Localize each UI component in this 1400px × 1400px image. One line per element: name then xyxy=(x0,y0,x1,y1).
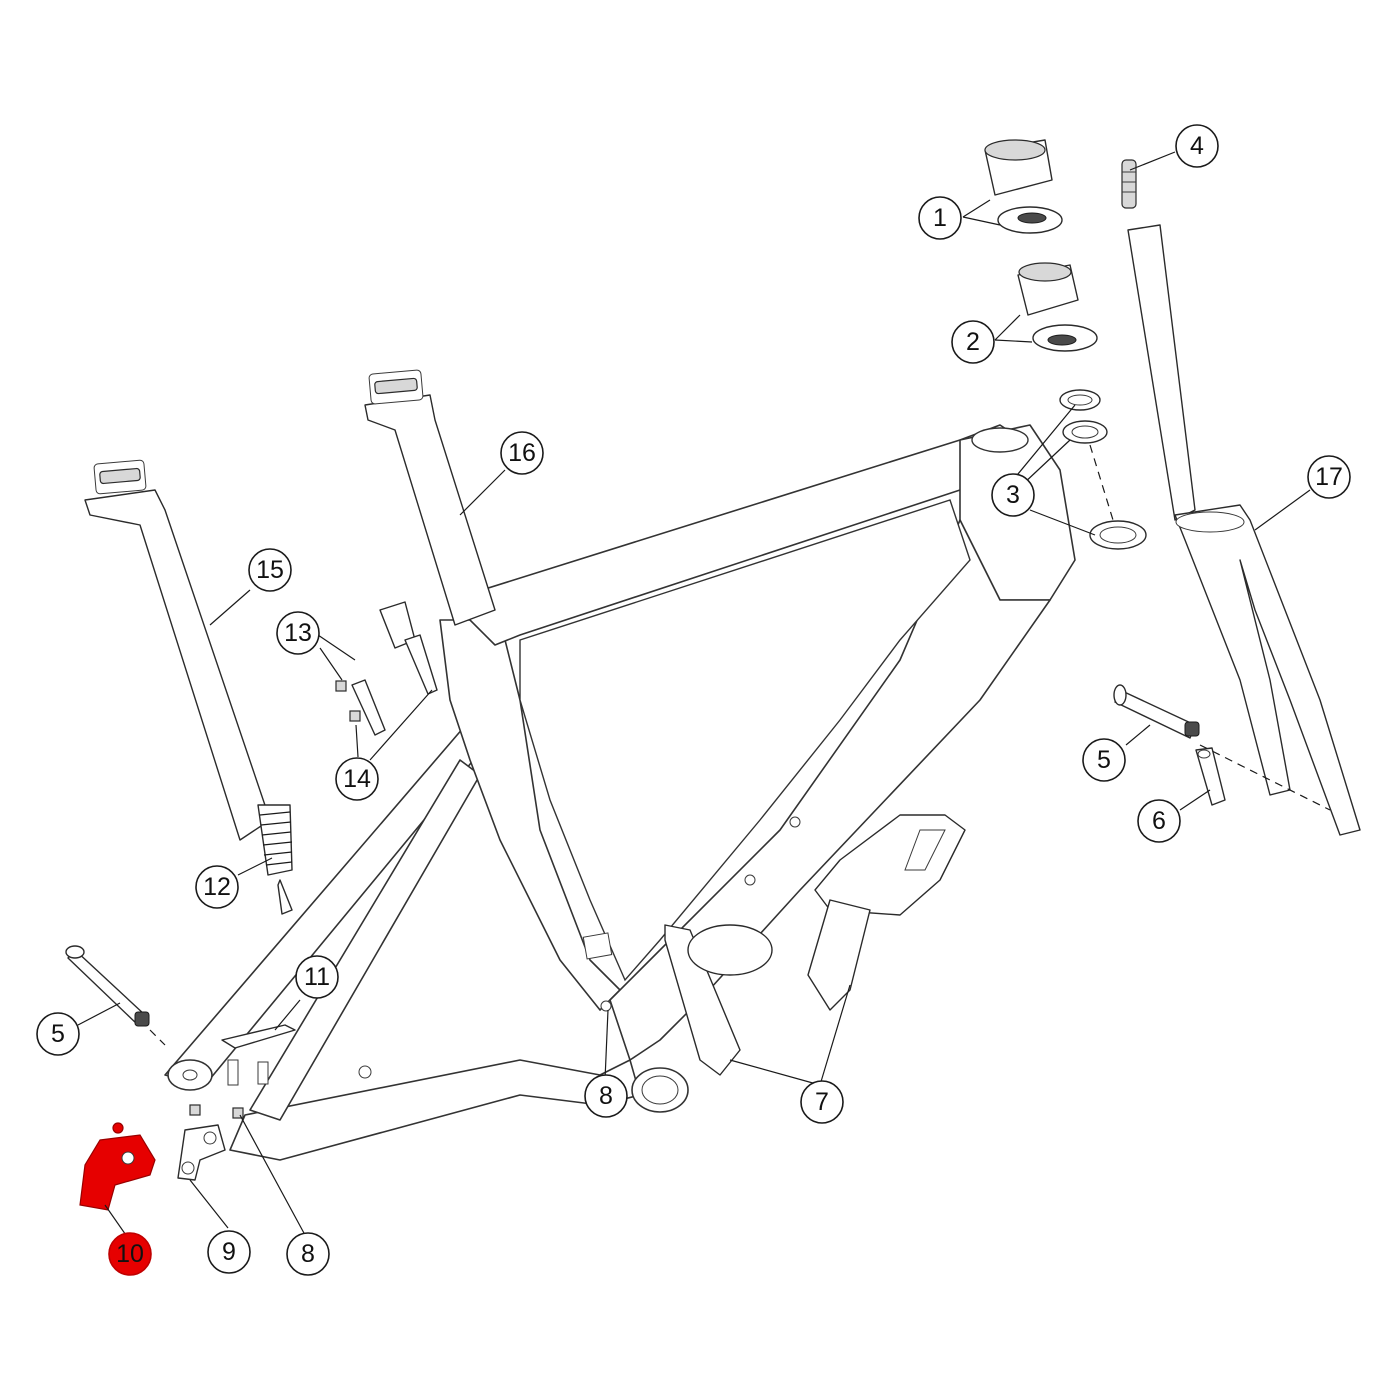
callout-3-label: 3 xyxy=(1006,481,1020,509)
highlighted-dropout-10 xyxy=(79,1122,156,1211)
seatpost-16 xyxy=(364,369,496,626)
callout-4-label: 4 xyxy=(1190,132,1204,160)
callout-15-label: 15 xyxy=(256,556,284,584)
spring-12 xyxy=(257,804,293,915)
callout-16: 16 xyxy=(500,431,544,475)
callout-10-label: 10 xyxy=(116,1240,144,1268)
callout-9-label: 9 xyxy=(222,1238,236,1266)
callout-17: 17 xyxy=(1307,455,1351,499)
callout-15: 15 xyxy=(248,548,292,592)
callout-7: 7 xyxy=(800,1080,844,1124)
callout-2: 2 xyxy=(951,320,995,364)
cable-guide-11 xyxy=(221,1024,296,1086)
callout-12: 12 xyxy=(195,865,239,909)
callout-9: 9 xyxy=(207,1230,251,1274)
callout-8-bb: 8 xyxy=(584,1074,628,1118)
callout-14-label: 14 xyxy=(343,765,371,793)
callout-7-label: 7 xyxy=(815,1088,829,1116)
small-parts-13 xyxy=(335,679,386,736)
callout-13-label: 13 xyxy=(284,619,312,647)
callout-2-label: 2 xyxy=(966,328,980,356)
headset-bearings-3 xyxy=(1059,389,1147,550)
frame xyxy=(164,424,1076,1161)
bolts-8 xyxy=(189,1000,612,1119)
callout-11-label: 11 xyxy=(304,963,330,991)
callout-13: 13 xyxy=(276,611,320,655)
callout-3: 3 xyxy=(991,473,1035,517)
callout-14: 14 xyxy=(335,757,379,801)
callout-5-front: 5 xyxy=(1082,738,1126,782)
thru-axle-rear xyxy=(65,945,150,1027)
callout-8-rear: 8 xyxy=(286,1232,330,1276)
headset-cover-2 xyxy=(1017,262,1098,352)
callout-16-label: 16 xyxy=(508,439,536,467)
headset-cover-1 xyxy=(984,139,1063,234)
callout-5-rear-label: 5 xyxy=(51,1020,65,1048)
callout-6: 6 xyxy=(1137,799,1181,843)
callout-5-rear: 5 xyxy=(36,1012,80,1056)
callout-11: 11 xyxy=(295,955,339,999)
callout-8-rear-label: 8 xyxy=(301,1240,315,1268)
expander-plug-4 xyxy=(1121,159,1137,209)
callout-10: 10 xyxy=(108,1232,152,1276)
fork-17 xyxy=(1127,224,1361,836)
derailleur-hanger-9 xyxy=(177,1124,226,1181)
seatpost-15 xyxy=(84,459,271,841)
callout-12-label: 12 xyxy=(203,873,231,901)
callout-17-label: 17 xyxy=(1315,463,1343,491)
callout-6-label: 6 xyxy=(1152,807,1166,835)
callout-1: 1 xyxy=(918,196,962,240)
callout-4: 4 xyxy=(1175,124,1219,168)
callout-8-bb-label: 8 xyxy=(599,1082,613,1110)
seat-clamp-14 xyxy=(349,601,438,722)
bottle-cages-7 xyxy=(664,814,966,1076)
thru-axle-front xyxy=(1113,684,1200,739)
leader-lines xyxy=(77,151,1331,1239)
callout-5-front-label: 5 xyxy=(1097,746,1111,774)
callout-1-label: 1 xyxy=(933,204,947,232)
